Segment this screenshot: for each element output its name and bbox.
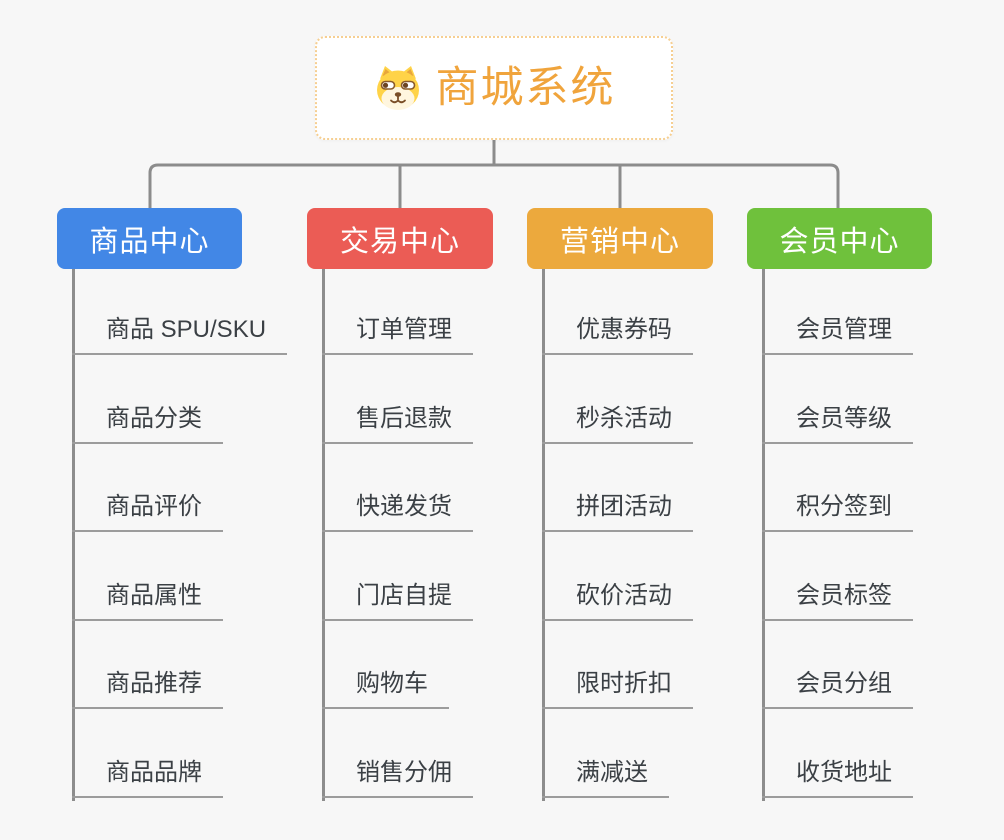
subtopic-node[interactable]: 会员管理: [762, 314, 913, 355]
subtopic-node[interactable]: 满减送: [542, 757, 669, 798]
dog-icon: [376, 66, 419, 110]
subtopic-node[interactable]: 会员分组: [762, 668, 913, 709]
branch-trunk-line: [762, 269, 765, 801]
branch-trunk-line: [322, 269, 325, 801]
branch-node-product-center[interactable]: 商品中心: [57, 208, 242, 269]
branch-node-member-center[interactable]: 会员中心: [747, 208, 932, 269]
subtopic-node[interactable]: 拼团活动: [542, 491, 693, 532]
branch-trunk-line: [542, 269, 545, 801]
subtopic-list-trade-center: 订单管理 售后退款 快递发货 门店自提 购物车 销售分佣: [322, 269, 562, 798]
branch-node-marketing-center[interactable]: 营销中心: [527, 208, 713, 269]
subtopic-node[interactable]: 销售分佣: [322, 757, 473, 798]
subtopic-node[interactable]: 优惠券码: [542, 314, 693, 355]
branch-label: 营销中心: [559, 225, 680, 258]
subtopic-node[interactable]: 会员等级: [762, 403, 913, 444]
subtopic-node[interactable]: 商品评价: [72, 491, 223, 532]
branch-label: 商品中心: [89, 225, 210, 258]
subtopic-node[interactable]: 积分签到: [762, 491, 913, 532]
subtopic-node[interactable]: 秒杀活动: [542, 403, 693, 444]
subtopic-node[interactable]: 限时折扣: [542, 668, 693, 709]
subtopic-node[interactable]: 商品属性: [72, 580, 223, 621]
subtopic-node[interactable]: 订单管理: [322, 314, 473, 355]
branch-label: 交易中心: [339, 225, 460, 258]
subtopic-node[interactable]: 售后退款: [322, 403, 473, 444]
branch-label: 会员中心: [779, 225, 900, 258]
branch-node-trade-center[interactable]: 交易中心: [307, 208, 493, 269]
subtopic-node[interactable]: 商品分类: [72, 403, 223, 444]
subtopic-node[interactable]: 门店自提: [322, 580, 473, 621]
subtopic-node[interactable]: 收货地址: [762, 757, 913, 798]
subtopic-list-member-center: 会员管理 会员等级 积分签到 会员标签 会员分组 收货地址: [762, 269, 1002, 798]
subtopic-node[interactable]: 购物车: [322, 668, 449, 709]
subtopic-list-product-center: 商品 SPU/SKU 商品分类 商品评价 商品属性 商品推荐 商品品牌: [72, 269, 312, 798]
subtopic-node[interactable]: 快递发货: [322, 491, 473, 532]
subtopic-node[interactable]: 商品 SPU/SKU: [72, 314, 288, 355]
root-title: 商城系统: [435, 63, 616, 112]
subtopic-node[interactable]: 商品推荐: [72, 668, 223, 709]
root-node[interactable]: 商城系统: [315, 36, 673, 140]
subtopic-node[interactable]: 会员标签: [762, 580, 913, 621]
subtopic-list-marketing-center: 优惠券码 秒杀活动 拼团活动 砍价活动 限时折扣 满减送: [542, 269, 782, 798]
subtopic-node[interactable]: 砍价活动: [542, 580, 693, 621]
branch-trunk-line: [72, 269, 75, 801]
subtopic-node[interactable]: 商品品牌: [72, 757, 223, 798]
